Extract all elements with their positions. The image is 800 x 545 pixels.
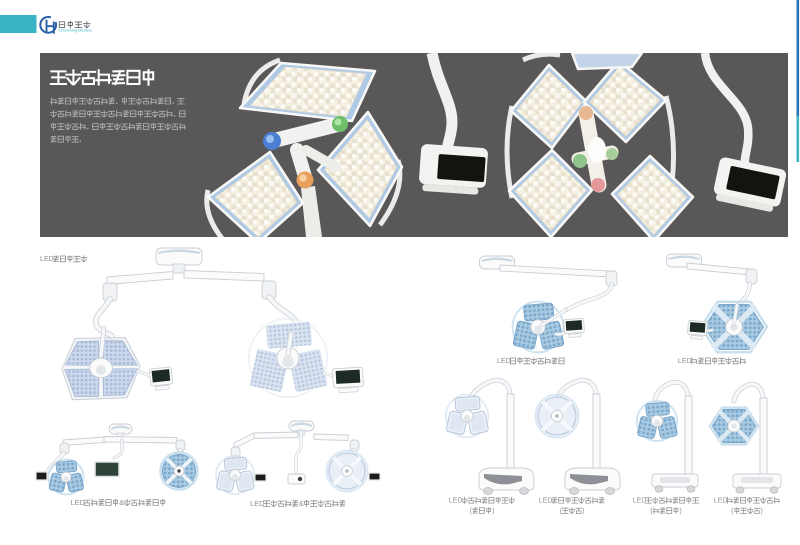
svg-text:(: ( [650, 508, 653, 515]
svg-text:): ) [582, 508, 584, 515]
svg-text:): ) [761, 508, 763, 515]
svg-text:LED: LED [633, 498, 646, 505]
svg-text:LED: LED [40, 255, 54, 263]
svg-text:): ) [680, 508, 682, 515]
svg-text:LED: LED [714, 498, 727, 505]
svg-text:LED: LED [497, 357, 511, 365]
svg-text:&: & [119, 498, 124, 507]
svg-text:ChenHong Medical: ChenHong Medical [59, 28, 92, 33]
svg-text:LED: LED [250, 499, 264, 508]
svg-text:): ) [492, 508, 494, 515]
svg-text:&: & [299, 499, 304, 508]
svg-text:LED: LED [539, 498, 552, 505]
svg-text:(: ( [470, 508, 473, 515]
svg-text:(: ( [560, 508, 563, 515]
svg-text:LED: LED [449, 498, 462, 505]
svg-text:LED: LED [71, 498, 85, 507]
svg-text:(: ( [731, 508, 734, 515]
svg-text:LED: LED [678, 357, 692, 365]
